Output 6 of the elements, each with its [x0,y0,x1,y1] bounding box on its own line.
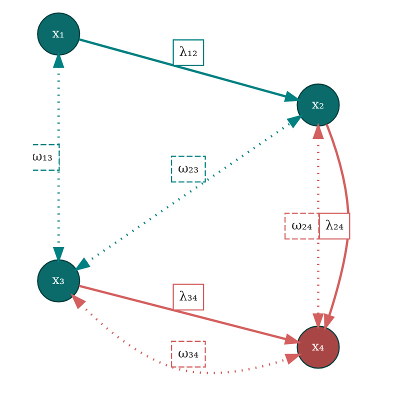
edge-label: λ₁₂ [179,44,198,60]
edge-label: ω₃₄ [178,346,199,362]
edge-label: ω₂₃ [178,161,199,176]
edge-label: ω₂₄ [291,218,312,234]
edge-label: λ₂₄ [325,218,344,234]
edge-label: λ₃₄ [179,289,198,304]
